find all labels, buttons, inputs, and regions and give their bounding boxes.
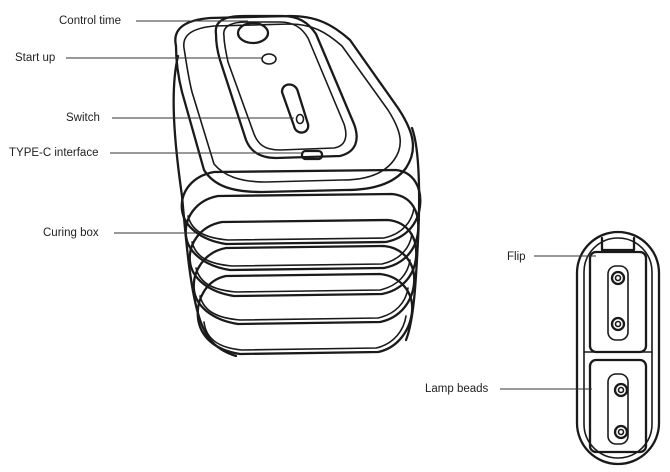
ring-3-inner	[191, 233, 413, 267]
ring-2-inner	[187, 207, 415, 241]
curing-box-body	[172, 14, 422, 358]
lamp-bead-2-core	[614, 320, 622, 328]
flip-cover	[588, 250, 648, 354]
ring-5-inner	[199, 287, 409, 321]
label-curing-box: Curing box	[43, 227, 99, 239]
control-panel	[214, 14, 358, 160]
flip-top-tab	[600, 236, 636, 252]
ring-bottom	[196, 272, 414, 356]
lamp-panel	[575, 230, 661, 466]
box-side-right	[404, 126, 421, 342]
lamp-bead-strip	[607, 265, 629, 341]
lamp-bead-1-core	[614, 274, 622, 282]
switch-slot	[280, 83, 310, 134]
switch-knob	[295, 113, 305, 125]
lamp-panel-inner	[583, 237, 653, 459]
label-flip: Flip	[507, 251, 526, 263]
box-side-left	[172, 54, 238, 358]
top-shell-outer	[174, 14, 415, 194]
lamp-bead-3	[613, 382, 629, 398]
top-shell-inner	[183, 23, 401, 183]
ring-4-inner	[195, 259, 411, 293]
control-time-button	[236, 21, 270, 45]
lamp-bead-3-core	[617, 386, 625, 394]
label-switch: Switch	[66, 112, 100, 124]
ring-bottom-inner	[203, 315, 407, 351]
ring-4	[188, 218, 418, 298]
lamp-bead-4	[613, 424, 629, 440]
lamp-bead-housing	[588, 358, 648, 454]
type-c-port	[300, 149, 324, 161]
label-lamp-beads: Lamp beads	[425, 383, 489, 395]
lamp-panel-outer	[575, 230, 661, 466]
lamp-bead-1	[610, 270, 626, 286]
control-panel-inner	[222, 21, 347, 151]
lamp-bead-2	[610, 316, 626, 332]
label-control-time: Control time	[59, 15, 121, 27]
ring-3	[184, 192, 420, 272]
lamp-bead-4-core	[617, 428, 625, 436]
label-type-c: TYPE-C interface	[9, 147, 99, 159]
leader-lines	[66, 20, 596, 390]
label-start-up: Start up	[15, 52, 56, 64]
ring-5	[192, 244, 416, 326]
lamp-bead-strip-lower	[607, 373, 629, 445]
start-up-indicator	[261, 53, 277, 65]
